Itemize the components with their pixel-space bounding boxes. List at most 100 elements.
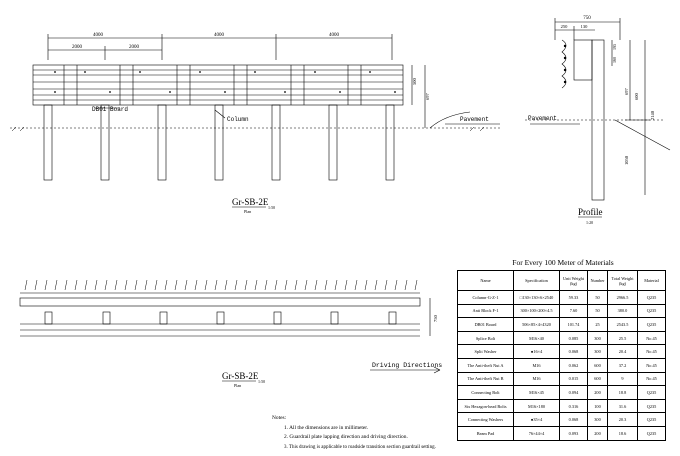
- cell-spec: □130×130×6×2540: [513, 290, 560, 305]
- cell-number: 300: [587, 330, 608, 346]
- cell-number: 100: [587, 398, 608, 414]
- column-label: Column: [227, 116, 249, 123]
- cell-total-weight: 9: [607, 371, 638, 387]
- cell-name: DB01 Board: [457, 317, 514, 332]
- cell-spec: M16×45: [513, 385, 560, 400]
- cell-unit-weight: 0.094: [559, 385, 588, 400]
- cell-number: 25: [587, 317, 608, 332]
- cell-name: Beam Pad: [457, 425, 514, 441]
- cell-unit-weight: 7.60: [559, 303, 588, 319]
- cell-material: Q235: [637, 317, 666, 332]
- cell-spec: M16×40: [513, 330, 560, 346]
- cell-total-weight: 18.6: [607, 425, 638, 441]
- cell-number: 300: [587, 412, 608, 427]
- plan-dim-height-1: 500: [412, 78, 417, 86]
- notes-heading: Notes:: [272, 415, 287, 421]
- elevation-scale: 1:50: [258, 379, 265, 384]
- profile-dim-f: 600: [634, 93, 639, 101]
- plan-dim-top-3: 4000: [329, 33, 340, 38]
- note-item-1: 1. All the dimensions are in millimeter.: [284, 424, 369, 431]
- profile-dim-d: 160: [612, 57, 617, 63]
- cell-unit-weight: 0.068: [559, 344, 588, 359]
- profile-dim-e: 697: [624, 88, 629, 96]
- profile-dim-top: 750: [583, 16, 591, 21]
- cell-number: 300: [587, 344, 608, 359]
- cell-total-weight: 37.2: [607, 357, 638, 373]
- note-item-2: 2. Guardrail plate lapping direction and…: [284, 434, 408, 440]
- plan-subtitle: Plan: [244, 209, 251, 214]
- driving-direction-label: Driving Directions: [372, 362, 442, 369]
- cell-spec: 300×100×200×4.5: [513, 303, 560, 319]
- header-unit-weight: Unit Weight (kg): [559, 270, 588, 291]
- pavement-label-profile: Pavement: [528, 115, 557, 122]
- cell-name: Split Washer: [457, 344, 514, 359]
- cell-unit-weight: 59.33: [559, 290, 588, 305]
- cell-material: No.45: [637, 330, 666, 346]
- materials-title: For Every 100 Meter of Materials: [512, 258, 614, 267]
- cell-material: Q235: [637, 385, 666, 400]
- cell-total-weight: 2966.5: [607, 290, 638, 305]
- profile-view-drawing: 750 250 130 195 160 697 600 2140 1050 Pa…: [525, 16, 671, 225]
- profile-title: Profile: [578, 207, 603, 217]
- cell-material: No.45: [637, 371, 666, 387]
- elevation-title: Gr-SB-2E: [222, 371, 259, 381]
- cell-material: No.45: [637, 357, 666, 373]
- cell-name: Connecting Washers: [457, 412, 514, 427]
- cell-spec: ●35×4: [513, 412, 560, 427]
- cell-spec: ●16×4: [513, 344, 560, 359]
- elevation-subtitle: Plan: [234, 383, 241, 388]
- cell-material: Q235: [637, 290, 666, 305]
- note-item-3: 3. This drawing is applicable to roadsid…: [284, 444, 436, 450]
- profile-dim-c: 195: [612, 44, 617, 50]
- header-specification: Specification: [513, 270, 560, 291]
- cell-name: The Anti-theft Nut B: [457, 371, 514, 387]
- cell-spec: 506×85×4×4320: [513, 317, 560, 332]
- notes-section: Notes: 1. All the dimensions are in mill…: [272, 414, 457, 452]
- cell-number: 200: [587, 385, 608, 400]
- plan-dim-sub-1: 2000: [72, 45, 83, 50]
- cell-material: No.45: [637, 344, 666, 359]
- cell-unit-weight: 0.062: [559, 357, 588, 373]
- cell-number: 600: [587, 357, 608, 373]
- materials-table: Name Specification Unit Weight (kg) Numb…: [457, 270, 666, 441]
- cell-name: Anti Block F-1: [457, 303, 514, 319]
- cell-number: 50: [587, 290, 608, 305]
- elevation-dim-right: 750: [433, 315, 438, 323]
- header-number: Number: [587, 270, 608, 291]
- plan-dim-top-1: 4000: [93, 33, 104, 38]
- cell-spec: M16×180: [513, 398, 560, 414]
- cell-unit-weight: 0.015: [559, 371, 588, 387]
- cell-material: Q235: [637, 303, 666, 319]
- cell-number: 50: [587, 303, 608, 319]
- cell-unit-weight: 101.74: [559, 317, 588, 332]
- plan-dim-height-2: 697: [425, 93, 430, 101]
- materials-header-row: Name Specification Unit Weight (kg) Numb…: [457, 270, 666, 291]
- pavement-label-plan: Pavement: [460, 116, 489, 123]
- plan-dim-top-2: 4000: [214, 33, 225, 38]
- materials-section: For Every 100 Meter of Materials Name Sp…: [457, 258, 669, 441]
- profile-scale: 1:20: [586, 220, 593, 225]
- cell-spec: M16: [513, 357, 560, 373]
- cell-name: Column-G-Z-1: [457, 290, 514, 305]
- cell-name: The Anti-theft Nut A: [457, 357, 514, 373]
- elevation-view-drawing: 750 Driving Directions Gr-SB-2E Plan 1:5…: [19, 279, 442, 388]
- profile-dim-g: 2140: [650, 110, 655, 120]
- cell-total-weight: 380.0: [607, 303, 638, 319]
- cell-total-weight: 20.4: [607, 344, 638, 359]
- cell-total-weight: 20.3: [607, 412, 638, 427]
- cell-unit-weight: 0.093: [559, 425, 588, 441]
- header-material: Material: [637, 270, 666, 291]
- cell-material: Q235: [637, 412, 666, 427]
- cell-name: Six Hexagon-head Bolts: [457, 398, 514, 414]
- cell-total-weight: 25.5: [607, 330, 638, 346]
- cell-unit-weight: 0.316: [559, 398, 588, 414]
